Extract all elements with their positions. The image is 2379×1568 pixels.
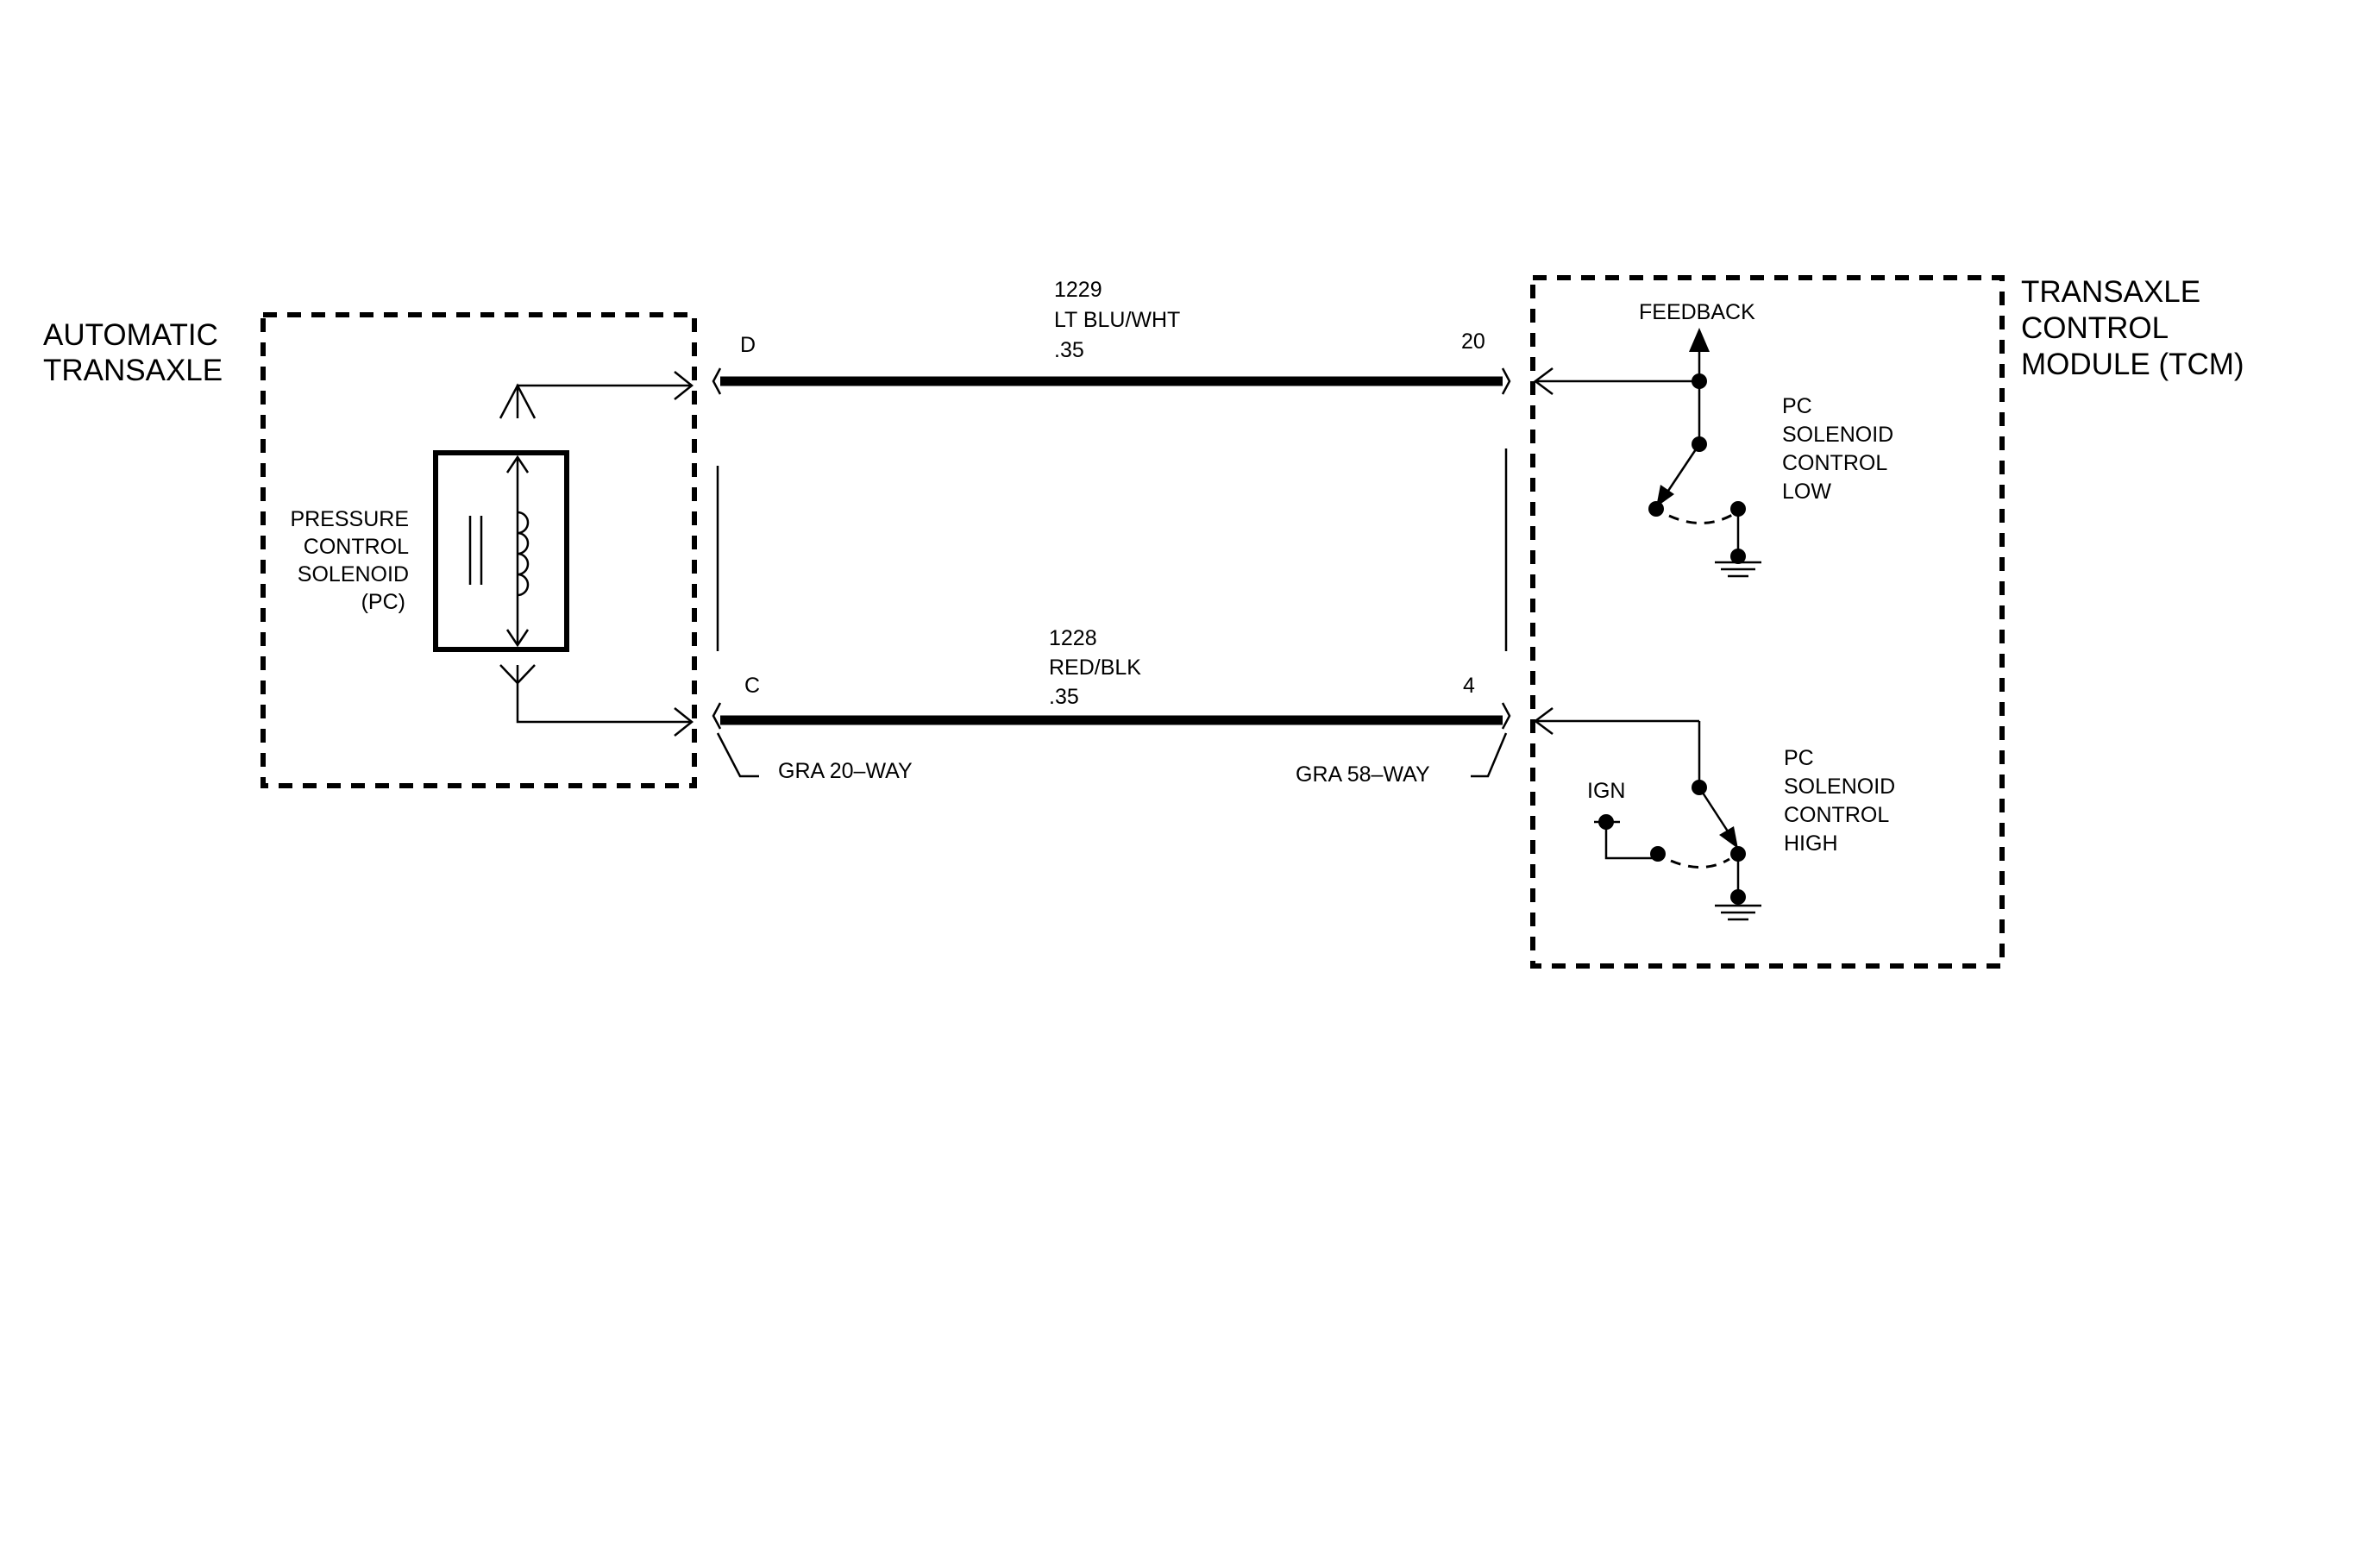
svg-text:LT BLU/WHT: LT BLU/WHT [1054,308,1180,332]
connector-right-label: GRA 58–WAY [1296,762,1430,787]
automatic-transaxle-box [260,312,697,788]
svg-text:TRANSAXLE: TRANSAXLE [43,354,223,387]
svg-text:SOLENOID: SOLENOID [298,562,409,586]
svg-text:CONTROL: CONTROL [1782,451,1887,475]
solenoid-label: PRESSURE CONTROL SOLENOID (PC) [290,507,409,614]
connector-gra-20-way [712,367,759,778]
tcm-label: TRANSAXLE CONTROL MODULE (TCM) [2021,275,2244,381]
svg-text:1229: 1229 [1054,278,1102,302]
pc-solenoid-control-high-switch: IGN [1533,707,1761,921]
solenoid-lead-bottom [499,664,694,737]
svg-text:AUTOMATIC: AUTOMATIC [43,318,218,352]
svg-text:PC: PC [1782,394,1812,418]
svg-text:1228: 1228 [1049,626,1097,650]
svg-text:(PC): (PC) [361,590,405,614]
pin-d-label: D [740,333,756,357]
svg-text:.35: .35 [1049,685,1079,709]
wire-1229-label: 1229 LT BLU/WHT .35 [1054,278,1180,362]
pin-20-label: 20 [1461,329,1485,354]
svg-text:SOLENOID: SOLENOID [1782,423,1893,447]
feedback-label: FEEDBACK [1639,300,1755,324]
pin-4-label: 4 [1463,674,1475,698]
wire-1228-label: 1228 RED/BLK .35 [1049,626,1141,709]
svg-text:CONTROL: CONTROL [304,535,409,559]
svg-text:PC: PC [1784,746,1814,770]
svg-text:SOLENOID: SOLENOID [1784,775,1895,799]
svg-text:.35: .35 [1054,338,1084,362]
svg-text:MODULE (TCM): MODULE (TCM) [2021,348,2244,381]
solenoid-lead-top [499,371,694,419]
svg-text:TRANSAXLE: TRANSAXLE [2021,275,2200,309]
pin-c-label: C [744,674,760,698]
svg-text:LOW: LOW [1782,480,1831,504]
pc-solenoid-control-low-switch: FEEDBACK [1533,300,1761,578]
svg-text:RED/BLK: RED/BLK [1049,655,1141,680]
ign-label: IGN [1587,779,1625,803]
pressure-control-solenoid [433,450,569,652]
pc-solenoid-control-high-label: PC SOLENOID CONTROL HIGH [1784,746,1895,856]
pc-solenoid-control-low-label: PC SOLENOID CONTROL LOW [1782,394,1893,504]
connector-gra-58-way [1471,367,1511,778]
svg-text:CONTROL: CONTROL [1784,803,1889,827]
svg-text:HIGH: HIGH [1784,831,1838,856]
svg-text:CONTROL: CONTROL [2021,311,2169,345]
automatic-transaxle-label: AUTOMATIC TRANSAXLE [43,318,223,387]
connector-left-label: GRA 20–WAY [778,759,913,783]
svg-text:PRESSURE: PRESSURE [290,507,409,531]
